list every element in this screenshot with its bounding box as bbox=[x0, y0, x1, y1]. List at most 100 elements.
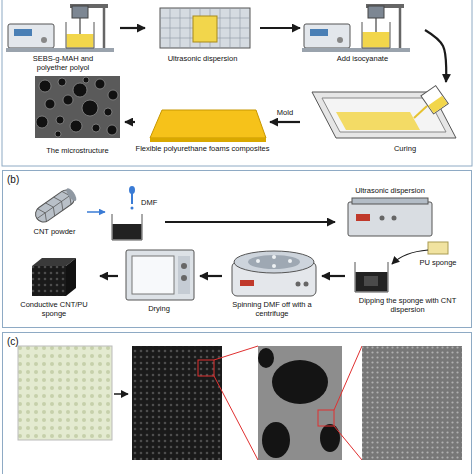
step-label: Ultrasonic dispersion bbox=[145, 54, 260, 63]
conductive-sponge bbox=[32, 258, 76, 296]
step-label: The microstructure bbox=[30, 146, 125, 155]
base-plate bbox=[6, 48, 114, 52]
panel-label: (c) bbox=[7, 336, 37, 348]
process-step: Spinning DMF off with a centrifuge bbox=[222, 246, 322, 324]
dropper-bulb bbox=[129, 186, 135, 194]
ultrasonic-bath bbox=[160, 8, 250, 48]
centrifuge-lid bbox=[234, 251, 314, 273]
foam-cell bbox=[83, 77, 89, 83]
foam-cell bbox=[95, 79, 105, 89]
process-step: DMF bbox=[105, 188, 165, 240]
foam-cell bbox=[63, 95, 73, 105]
pouring-beaker bbox=[421, 86, 448, 114]
process-step: Ultrasonic dispersion bbox=[335, 186, 445, 238]
foam-cell bbox=[55, 131, 61, 137]
step-label: Spinning DMF off with a centrifuge bbox=[222, 300, 322, 318]
flow-arrow bbox=[322, 275, 345, 277]
sponge-front bbox=[32, 266, 66, 296]
bath-knob bbox=[392, 216, 397, 221]
foam-slab-edge bbox=[150, 138, 266, 142]
controller-knob bbox=[41, 37, 47, 43]
process-step: Ultrasonic dispersion bbox=[145, 2, 260, 72]
process-step: Curing bbox=[300, 82, 465, 162]
foam-cell bbox=[92, 124, 100, 132]
foam-cell bbox=[73, 83, 87, 97]
drop bbox=[131, 207, 134, 210]
stirrer-motor bbox=[72, 6, 88, 18]
foam-cell bbox=[107, 125, 117, 135]
edge-label: Mold bbox=[265, 108, 305, 117]
centrifuge-button bbox=[296, 282, 301, 287]
sem-pore bbox=[262, 422, 290, 458]
foam-cell bbox=[39, 80, 51, 92]
controller-body bbox=[304, 24, 350, 48]
zoom-box bbox=[198, 360, 214, 376]
beaker bbox=[421, 86, 448, 114]
zoom-line bbox=[214, 346, 258, 360]
sem-image bbox=[258, 346, 342, 460]
sem-pore bbox=[320, 424, 340, 452]
step-label: SEBS-g-MAH and polyether polyol bbox=[23, 54, 103, 72]
step-label: Drying bbox=[118, 304, 200, 313]
controller-display bbox=[310, 29, 328, 36]
foam-cell bbox=[108, 90, 118, 100]
oven-knob bbox=[181, 275, 187, 281]
panel-frame: (b) CNT powder DMF Ultrasonic dispersionCon… bbox=[2, 170, 472, 328]
step-label: PU sponge bbox=[408, 258, 468, 267]
controller-display bbox=[14, 29, 32, 36]
stand-rod bbox=[399, 4, 402, 48]
drying-oven bbox=[126, 250, 194, 300]
bath-knob bbox=[380, 216, 385, 221]
panel-label: (b) bbox=[7, 174, 37, 186]
process-step: PU spongeDipping the sponge with CNT dis… bbox=[345, 240, 470, 324]
flow-arrow bbox=[120, 27, 145, 29]
tube-slot bbox=[288, 259, 292, 263]
step-label: Add isocyanate bbox=[300, 54, 425, 63]
step-label: Curing bbox=[350, 144, 460, 153]
cnt-sponge-photo bbox=[132, 346, 222, 460]
flow-arrow bbox=[125, 121, 135, 123]
process-step: Conductive CNT/PU sponge bbox=[8, 250, 100, 324]
controller-knob bbox=[337, 37, 343, 43]
nanotube-body bbox=[32, 187, 77, 225]
foam-cells bbox=[36, 77, 118, 137]
foam-cell bbox=[56, 116, 64, 124]
bath-opening bbox=[352, 198, 428, 204]
centrifuge bbox=[232, 251, 316, 296]
step-label: Dipping the sponge with CNT dispersion bbox=[345, 296, 470, 314]
sem-image bbox=[35, 76, 120, 138]
oven-panel bbox=[178, 256, 190, 294]
tube-slot bbox=[272, 264, 276, 268]
nanotube-mesh bbox=[32, 187, 77, 225]
foam-cell bbox=[70, 120, 82, 132]
dropper-tube bbox=[131, 193, 133, 204]
process-step: The microstructure bbox=[30, 74, 125, 162]
foam-cell bbox=[104, 108, 112, 116]
bath-display bbox=[356, 214, 370, 221]
cnt-dispersion bbox=[113, 224, 142, 240]
sem-pores bbox=[258, 348, 340, 458]
foam-slab bbox=[150, 110, 266, 138]
controller-body bbox=[8, 24, 54, 48]
sem-image bbox=[362, 346, 462, 460]
process-step: CNT powder bbox=[22, 185, 87, 240]
centrifuge-button bbox=[304, 282, 309, 287]
stirrer-motor bbox=[368, 6, 384, 18]
flow-arrow bbox=[87, 211, 105, 213]
oven-window bbox=[132, 256, 174, 294]
step-label: Ultrasonic dispersion bbox=[335, 186, 445, 195]
bath-body bbox=[348, 202, 432, 236]
flow-arrow bbox=[200, 275, 222, 277]
zoom-line bbox=[334, 426, 362, 460]
sponge-side bbox=[66, 258, 76, 296]
cnt-dispersion bbox=[356, 272, 388, 292]
base-plate bbox=[302, 48, 410, 52]
beaker bbox=[112, 214, 142, 240]
beaker-liquid bbox=[363, 32, 390, 48]
process-step: Drying bbox=[118, 246, 200, 320]
centrifuge-display bbox=[240, 280, 254, 286]
step-label: CNT powder bbox=[22, 227, 87, 236]
flow-arrow bbox=[165, 221, 335, 223]
dmf-dropper bbox=[112, 186, 142, 240]
